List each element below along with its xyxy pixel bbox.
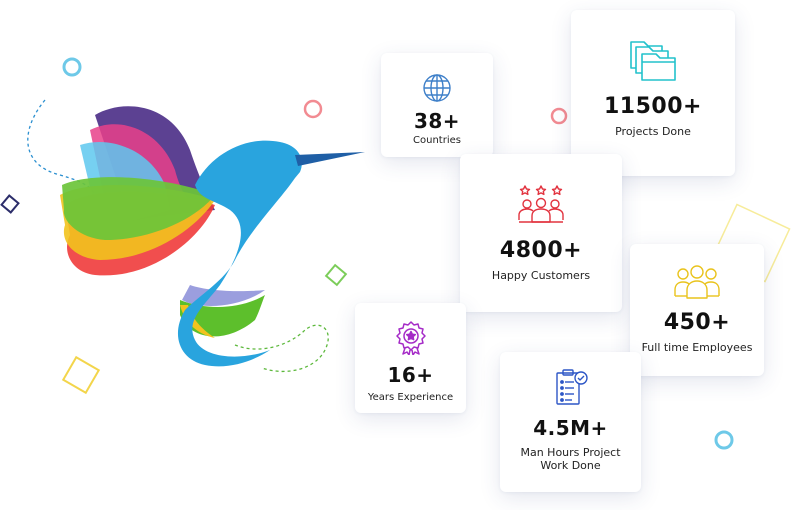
stat-card-customers: 4800+ Happy Customers xyxy=(460,154,622,312)
pink-ring-decoration-2 xyxy=(550,107,568,125)
cyan-ring-decoration-2 xyxy=(714,430,734,450)
dashed-green-swirl-decoration xyxy=(234,324,329,372)
stat-label: Projects Done xyxy=(615,125,691,138)
globe-icon xyxy=(423,74,451,102)
customers-icon xyxy=(518,185,564,223)
stat-label: Full time Employees xyxy=(641,341,753,354)
navy-diamond-decoration xyxy=(0,194,20,214)
employees-icon xyxy=(674,265,720,299)
cyan-ring-decoration xyxy=(62,57,82,77)
stat-card-man-hours: 4.5M+ Man Hours Project Work Done xyxy=(500,352,641,492)
stat-label-line-2: Work Done xyxy=(540,459,601,472)
stat-value: 11500+ xyxy=(604,94,702,119)
stat-label: Years Experience xyxy=(367,392,454,403)
stat-value: 16+ xyxy=(387,363,434,387)
pink-ring-decoration xyxy=(303,99,323,119)
stat-label-line-1: Man Hours Project xyxy=(520,446,621,459)
stat-card-employees: 450+ Full time Employees xyxy=(630,244,764,376)
stat-label: Happy Customers xyxy=(491,269,591,282)
stat-label: Countries xyxy=(413,135,461,146)
stat-card-countries: 38+ Countries xyxy=(381,53,493,157)
yellow-square-decoration xyxy=(61,355,101,395)
stat-value: 450+ xyxy=(663,310,731,335)
stat-card-projects: 11500+ Projects Done xyxy=(571,10,735,176)
stat-value: 4800+ xyxy=(499,238,583,263)
stat-value: 38+ xyxy=(413,109,461,133)
stat-value: 4.5M+ xyxy=(533,416,608,440)
checklist-icon xyxy=(555,369,588,405)
stat-card-experience: 16+ Years Experience xyxy=(355,303,466,413)
hummingbird-illustration xyxy=(60,106,365,367)
folders-icon xyxy=(630,41,676,81)
badge-icon xyxy=(395,321,426,355)
green-diamond-decoration xyxy=(324,263,348,287)
